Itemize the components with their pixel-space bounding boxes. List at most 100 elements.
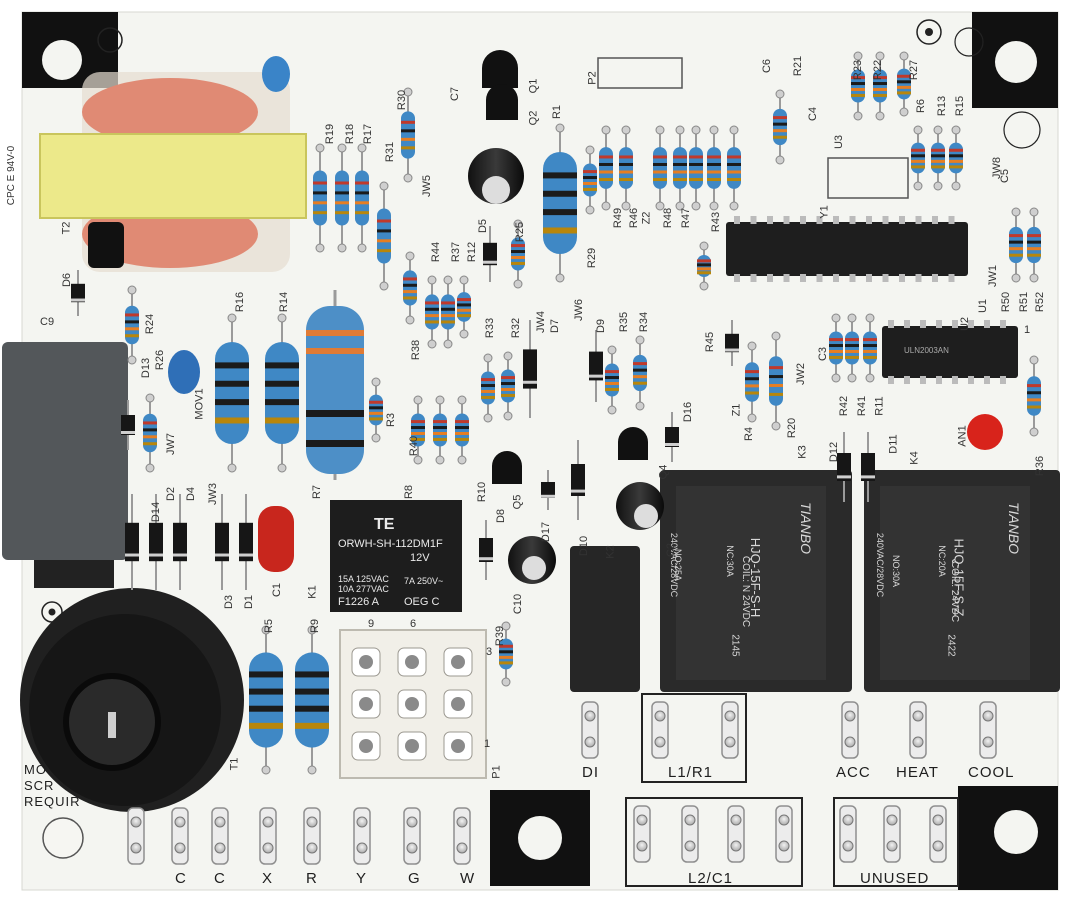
resistor xyxy=(845,313,859,383)
refdes-d13: D13 xyxy=(140,357,153,379)
resistor xyxy=(265,313,299,473)
terminal-box-l2c1 xyxy=(625,797,803,887)
k1-code: F1226 A xyxy=(338,596,379,608)
refdes-d10: D10 xyxy=(578,535,591,557)
led-an1 xyxy=(967,414,1003,450)
label-c-2: C xyxy=(214,870,226,887)
quick-connect-terminal xyxy=(775,805,793,863)
diode xyxy=(479,520,493,580)
label-di: DI xyxy=(582,764,599,781)
refdes-p1: P1 xyxy=(490,765,503,779)
refdes-r10: R10 xyxy=(476,481,489,503)
refdes-r20: R20 xyxy=(786,417,799,439)
terminal-box-unused xyxy=(833,797,959,887)
k1-coil: 12V xyxy=(410,552,430,564)
resistor xyxy=(911,125,925,191)
quick-connect-terminal xyxy=(453,807,471,865)
diode xyxy=(239,494,253,590)
mount-pad-top-right xyxy=(916,12,1058,149)
refdes-r38: R38 xyxy=(410,339,423,361)
diode xyxy=(173,494,187,590)
resistor xyxy=(673,125,687,211)
refdes-c4: C4 xyxy=(807,106,820,122)
quick-connect-terminal xyxy=(841,701,859,759)
diode xyxy=(589,330,603,402)
refdes-t1: T1 xyxy=(228,757,241,771)
refdes-p1-pin3: 3 xyxy=(486,646,493,658)
resistor xyxy=(143,393,157,473)
p1-pin xyxy=(351,689,381,719)
label-cool: COOL xyxy=(968,764,1015,781)
diode xyxy=(121,400,135,450)
label-y: Y xyxy=(356,870,368,887)
label-heat: HEAT xyxy=(896,764,939,781)
electrolytic-capacitor-c8 xyxy=(468,148,524,204)
refdes-k2: K2 xyxy=(604,545,617,559)
refdes-r19: R19 xyxy=(324,123,337,145)
refdes-d9: D9 xyxy=(595,318,608,334)
refdes-r44: R44 xyxy=(430,241,443,263)
refdes-d8: D8 xyxy=(495,508,508,524)
refdes-d6: D6 xyxy=(61,272,74,288)
pressure-switch-t1 xyxy=(20,588,244,812)
mount-pad-bottom-right xyxy=(958,786,1058,890)
refdes-r5: R5 xyxy=(263,618,276,634)
refdes-r11: R11 xyxy=(873,396,886,416)
k1-mark: OEG C xyxy=(404,596,440,608)
diode xyxy=(725,320,739,366)
ic-u1 xyxy=(726,222,968,276)
resistor xyxy=(511,219,525,289)
resistor xyxy=(425,275,439,349)
resistor xyxy=(583,145,597,215)
refdes-r48: R48 xyxy=(662,207,675,229)
resistor xyxy=(377,181,391,291)
diode xyxy=(215,494,229,590)
quick-connect-terminal xyxy=(727,805,745,863)
refdes-r25: R25 xyxy=(514,221,527,243)
mount-pad-bottom-center xyxy=(490,790,590,886)
resistor xyxy=(1027,207,1041,283)
p1-pin xyxy=(397,647,427,677)
refdes-d1: D1 xyxy=(243,594,256,610)
refdes-r22: R22 xyxy=(872,59,885,81)
resistor xyxy=(745,341,759,423)
refdes-r42: R42 xyxy=(838,395,851,417)
resistor xyxy=(931,125,945,191)
relay-k2 xyxy=(570,546,640,692)
refdes-r46: R46 xyxy=(628,207,641,229)
k4-date: 2422 xyxy=(945,634,957,657)
relay-k4 xyxy=(864,470,1060,692)
refdes-r26: R26 xyxy=(154,349,167,371)
refdes-jw5: JW5 xyxy=(421,175,433,197)
resistor xyxy=(481,353,495,423)
quick-connect-terminal xyxy=(681,805,699,863)
refdes-r52: R52 xyxy=(1034,291,1047,313)
k3-nc: NC:30A xyxy=(724,545,735,577)
refdes-jw6: JW6 xyxy=(573,299,585,321)
refdes-r50: R50 xyxy=(1000,291,1013,313)
label-r: R xyxy=(306,870,318,887)
refdes-c2: C2 xyxy=(665,542,678,558)
label-acc: ACC xyxy=(836,764,871,781)
cert-mark: CPC E 94V-0 xyxy=(6,145,18,206)
refdes-r36: R36 xyxy=(1034,455,1047,477)
resistor xyxy=(829,313,843,383)
refdes-jw4: JW4 xyxy=(535,311,547,333)
diode xyxy=(541,470,555,510)
transformer-t2 xyxy=(39,72,307,272)
diode xyxy=(483,226,497,282)
resistor xyxy=(355,143,369,253)
refdes-r23: R23 xyxy=(852,59,865,81)
refdes-d5: D5 xyxy=(477,218,490,234)
refdes-c9: C9 xyxy=(40,316,55,328)
p1-pin xyxy=(443,689,473,719)
resistor xyxy=(295,625,329,775)
quick-connect-terminal xyxy=(909,701,927,759)
refdes-d4: D4 xyxy=(185,486,198,502)
refdes-k3: K3 xyxy=(796,445,809,459)
quick-connect-terminal xyxy=(883,805,901,863)
label-c-1: C xyxy=(175,870,187,887)
transistor-q1 xyxy=(482,50,518,88)
refdes-r30: R30 xyxy=(396,89,409,111)
refdes-r33: R33 xyxy=(484,317,497,339)
